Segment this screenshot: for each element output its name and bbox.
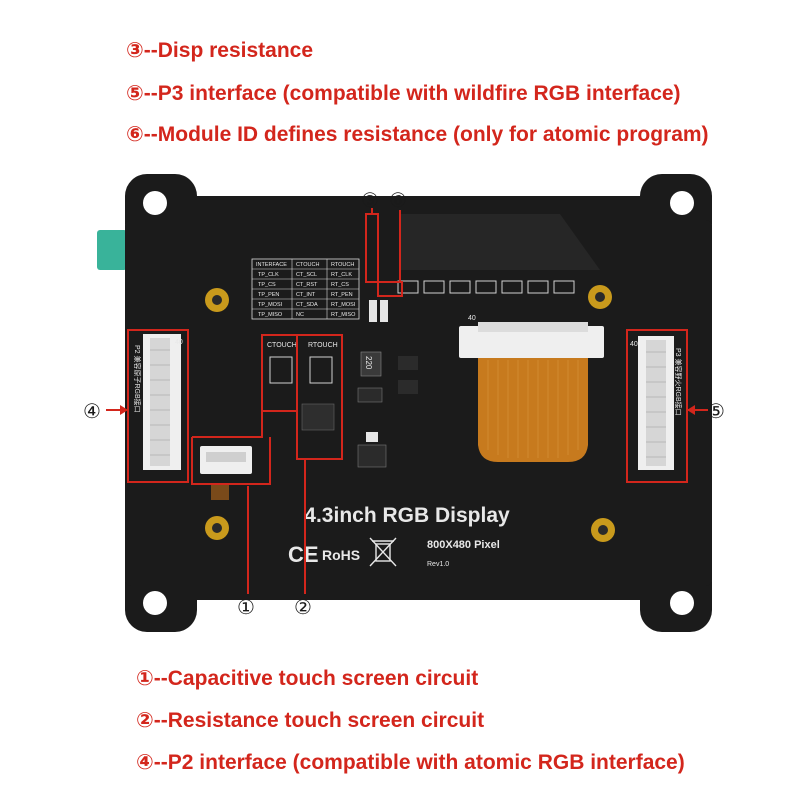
flex-cable — [478, 358, 588, 462]
caption-text: --Disp resistance — [143, 39, 314, 62]
p2-silkscreen-label: P2 兼容原子RGB接口 — [133, 345, 142, 413]
ctouch-label: CTOUCH — [267, 342, 297, 349]
caption-marker: ② — [136, 709, 154, 732]
pin-label: 40 — [175, 339, 183, 346]
callout-marker-6: ⑥ — [389, 188, 407, 212]
table-cell: CT_RST — [296, 282, 318, 288]
pcb-board — [125, 174, 712, 632]
table-header-interface: INTERFACE — [256, 262, 287, 268]
caption-disp-resistance: ③--Disp resistance — [126, 38, 313, 63]
components: 220 — [301, 351, 418, 468]
table-cell: CT_SDA — [296, 302, 318, 308]
annotations — [106, 208, 708, 594]
p3-connector: P3 兼容野火RGB接口 40 — [630, 336, 683, 470]
small-fpc-connector — [200, 446, 252, 500]
module-id-box — [377, 281, 403, 297]
table-cell: RT_MOSI — [331, 302, 356, 308]
table-header-rtouch: RTOUCH — [331, 262, 354, 268]
p3-highlight-box — [626, 329, 688, 483]
caption-text: --Capacitive touch screen circuit — [153, 667, 479, 690]
caption-text: --Module ID defines resistance (only for… — [143, 123, 709, 146]
pin-label: 40 — [630, 341, 638, 348]
gold-standoffs — [205, 285, 615, 542]
table-cell: RT_CS — [331, 282, 349, 288]
table-cell: CT_SCL — [296, 272, 317, 278]
p2-connector: P2 兼容原子RGB接口 40 — [133, 334, 183, 470]
inductor-label: 220 — [364, 356, 373, 370]
caption-marker: ① — [136, 667, 154, 690]
callout-marker-2: ② — [294, 595, 312, 619]
rohs-mark: RoHS — [322, 547, 360, 563]
board-resolution: 800X480 Pixel — [427, 539, 500, 551]
caption-text: --P3 interface (compatible with wildfire… — [143, 82, 681, 105]
caption-marker: ⑤ — [126, 82, 144, 105]
table-cell: RT_CLK — [331, 272, 352, 278]
board-title: 4.3inch RGB Display — [304, 504, 510, 527]
touch-pads: CTOUCH RTOUCH — [267, 342, 338, 384]
caption-capacitive-touch: ①--Capacitive touch screen circuit — [136, 666, 478, 691]
table-cell: TP_MOSI — [258, 302, 283, 308]
callout-marker-5: ⑤ — [707, 399, 725, 423]
table-cell: CT_INT — [296, 292, 316, 298]
ce-mark: CE — [288, 542, 319, 567]
caption-text: --Resistance touch screen circuit — [153, 709, 485, 732]
table-cell: TP_MISO — [258, 312, 283, 318]
disp-resistor — [369, 300, 377, 322]
table-cell: RT_MISO — [331, 312, 356, 318]
caption-text: --P2 interface (compatible with atomic R… — [153, 751, 685, 774]
rtouch-label: RTOUCH — [308, 342, 338, 349]
resistor-pad-row — [397, 280, 575, 294]
teal-tab — [97, 230, 127, 270]
table-cell: TP_PEN — [258, 292, 279, 298]
table-header-ctouch: CTOUCH — [296, 262, 319, 268]
caption-marker: ④ — [136, 751, 154, 774]
caption-p2-interface: ④--P2 interface (compatible with atomic … — [136, 750, 685, 775]
callout-marker-1: ① — [237, 595, 255, 619]
p3-silkscreen-label: P3 兼容野火RGB接口 — [674, 348, 683, 416]
callout-marker-3: ③ — [361, 188, 379, 212]
pin-label: 40 — [468, 315, 476, 322]
table-cell: TP_CS — [258, 282, 276, 288]
p2-highlight-box — [127, 329, 189, 483]
ctouch-highlight-lower — [191, 437, 271, 485]
callout-marker-4: ④ — [83, 399, 101, 423]
caption-marker: ③ — [126, 39, 144, 62]
board-revision: Rev1.0 — [427, 561, 449, 568]
table-cell: RT_PEN — [331, 292, 353, 298]
pin-table: INTERFACE CTOUCH RTOUCH TP_CLK CT_SCL RT… — [251, 258, 360, 320]
arrow-heads — [120, 405, 695, 415]
caption-module-id: ⑥--Module ID defines resistance (only fo… — [126, 122, 709, 147]
table-cell: TP_CLK — [258, 272, 279, 278]
weee-bin-icon — [369, 537, 397, 567]
top-fpc-connector: 40 — [459, 315, 604, 358]
caption-marker: ⑥ — [126, 123, 144, 146]
table-cell: NC — [296, 312, 304, 318]
id-resistor — [380, 300, 388, 322]
caption-p3-interface: ⑤--P3 interface (compatible with wildfir… — [126, 81, 681, 106]
rtouch-highlight-box — [296, 334, 343, 460]
caption-resistance-touch: ②--Resistance touch screen circuit — [136, 708, 484, 733]
